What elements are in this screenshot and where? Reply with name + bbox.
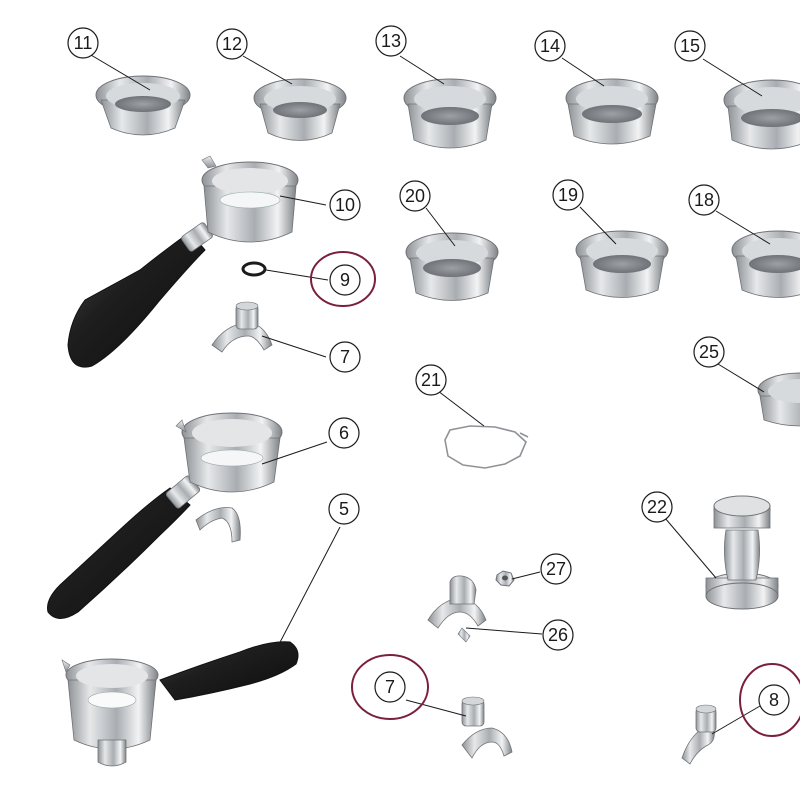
basket-19[interactable] — [575, 230, 669, 298]
portafilter-10[interactable] — [67, 155, 299, 368]
basket-15[interactable] — [723, 79, 800, 150]
svg-text:22: 22 — [647, 497, 667, 517]
spout-26[interactable] — [427, 575, 487, 643]
spout-8[interactable] — [681, 704, 717, 765]
callout-5: 5 — [328, 493, 360, 525]
svg-text:7: 7 — [385, 677, 395, 697]
spout-7[interactable] — [211, 301, 273, 353]
callout-9: 9 — [329, 264, 361, 296]
svg-text:10: 10 — [335, 195, 355, 215]
nut-27[interactable] — [495, 570, 515, 587]
svg-text:13: 13 — [381, 31, 401, 51]
svg-text:9: 9 — [340, 270, 350, 290]
callout-6: 6 — [328, 417, 360, 449]
basket-25[interactable] — [757, 372, 800, 427]
callout-26: 26 — [542, 619, 574, 651]
svg-text:25: 25 — [699, 342, 719, 362]
basket-13[interactable] — [403, 78, 497, 149]
highlight-9 — [310, 251, 376, 307]
basket-14[interactable] — [565, 78, 659, 145]
callout-19: 19 — [552, 179, 584, 211]
callout-25: 25 — [693, 336, 725, 368]
portafilter-6[interactable] — [47, 412, 283, 619]
highlight-circles — [310, 251, 800, 737]
o-ring-9[interactable] — [241, 261, 267, 277]
basket-18[interactable] — [731, 230, 800, 298]
svg-text:26: 26 — [548, 625, 568, 645]
callout-14: 14 — [534, 30, 566, 62]
highlight-7 — [351, 654, 429, 720]
callout-8: 8 — [758, 684, 790, 716]
svg-text:8: 8 — [769, 690, 779, 710]
svg-text:5: 5 — [339, 499, 349, 519]
svg-text:20: 20 — [405, 186, 425, 206]
highlight-8 — [739, 663, 800, 737]
callout-13: 13 — [375, 25, 407, 57]
leader-lines — [90, 54, 771, 735]
basket-20[interactable] — [405, 232, 499, 301]
callout-21: 21 — [415, 364, 447, 396]
svg-text:7: 7 — [340, 347, 350, 367]
portafilter-5[interactable] — [61, 641, 299, 767]
svg-text:11: 11 — [74, 33, 93, 53]
svg-text:18: 18 — [694, 190, 714, 210]
svg-text:15: 15 — [680, 36, 700, 56]
callout-11: 11 — [67, 27, 99, 59]
svg-text:21: 21 — [421, 370, 441, 390]
svg-text:14: 14 — [540, 36, 560, 56]
callout-22: 22 — [641, 491, 673, 523]
svg-text:19: 19 — [558, 185, 578, 205]
spout-7-lower[interactable] — [461, 696, 513, 759]
tamper-22[interactable] — [705, 495, 779, 610]
svg-text:12: 12 — [222, 34, 242, 54]
callout-12: 12 — [216, 28, 248, 60]
callout-15: 15 — [674, 30, 706, 62]
callout-7: 7 — [329, 341, 361, 373]
svg-text:6: 6 — [339, 423, 349, 443]
basket-spring-21[interactable] — [444, 425, 529, 469]
callout-18: 18 — [688, 184, 720, 216]
callout-27: 27 — [540, 553, 572, 585]
basket-12[interactable] — [253, 78, 347, 141]
basket-11[interactable] — [95, 75, 191, 136]
callout-10: 10 — [329, 189, 361, 221]
callout-20: 20 — [399, 180, 431, 212]
callout-7-lower: 7 — [374, 671, 406, 703]
svg-text:27: 27 — [546, 559, 566, 579]
